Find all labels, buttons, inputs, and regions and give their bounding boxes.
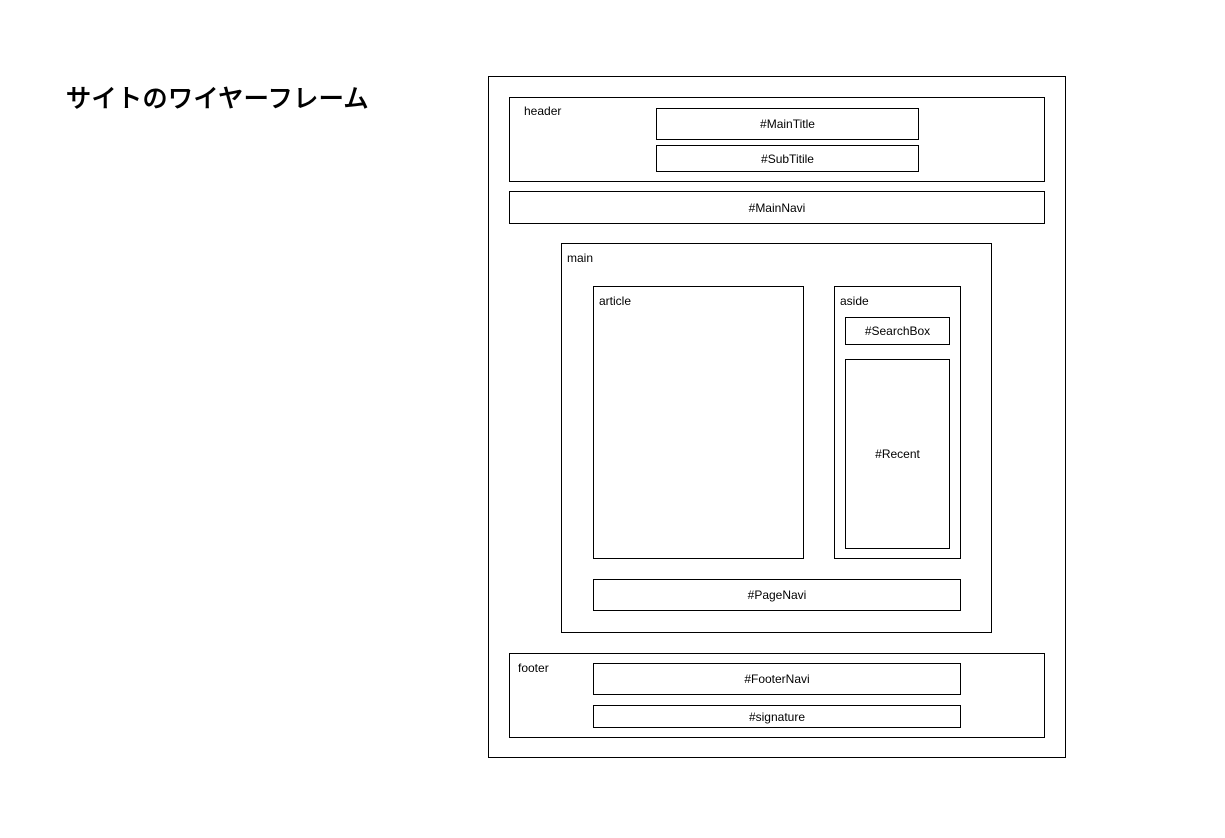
article-label: article — [599, 294, 632, 308]
aside-label: aside — [840, 294, 869, 308]
header-label: header — [524, 104, 562, 118]
signature-box: #signature — [593, 705, 961, 728]
main-label: main — [567, 251, 594, 265]
recent-box: #Recent — [845, 359, 950, 549]
footer-label: footer — [518, 661, 549, 675]
main-title-box: #MainTitle — [656, 108, 919, 140]
page-navi-box: #PageNavi — [593, 579, 961, 611]
search-box: #SearchBox — [845, 317, 950, 345]
main-navi-box: #MainNavi — [509, 191, 1045, 224]
sub-title-box: #SubTitile — [656, 145, 919, 172]
footer-navi-box: #FooterNavi — [593, 663, 961, 695]
article-box: article — [593, 286, 804, 559]
diagram-title: サイトのワイヤーフレーム — [66, 84, 370, 113]
